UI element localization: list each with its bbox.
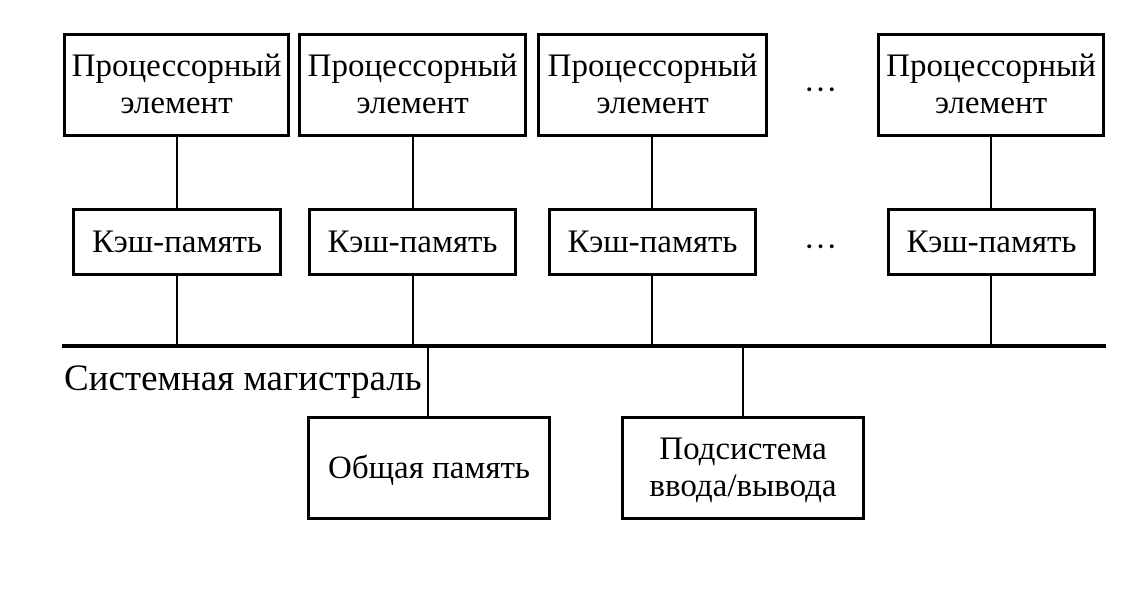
cache-memory-box-1: Кэш-память — [72, 208, 282, 276]
cache-memory-box-4: Кэш-память — [887, 208, 1096, 276]
processor-element-box-2: Процессорный элемент — [298, 33, 527, 137]
processor-element-box-4: Процессорный элемент — [877, 33, 1105, 137]
connector-processor4-cache4 — [990, 137, 992, 208]
ellipsis-processor-row: ... — [805, 63, 839, 99]
connector-bus-io-subsystem — [742, 348, 744, 416]
shared-memory-box: Общая память — [307, 416, 551, 520]
processor-element-box-3: Процессорный элемент — [537, 33, 768, 137]
connector-cache3-bus — [651, 276, 653, 344]
connector-cache1-bus — [176, 276, 178, 344]
connector-bus-shared-memory — [427, 348, 429, 416]
connector-processor2-cache2 — [412, 137, 414, 208]
processor-element-box-1: Процессорный элемент — [63, 33, 290, 137]
system-bus-label: Системная магистраль — [64, 358, 422, 399]
io-subsystem-box: Подсистема ввода/вывода — [621, 416, 865, 520]
connector-processor1-cache1 — [176, 137, 178, 208]
connector-processor3-cache3 — [651, 137, 653, 208]
cache-memory-box-2: Кэш-память — [308, 208, 517, 276]
system-bus-line — [62, 344, 1106, 348]
connector-cache2-bus — [412, 276, 414, 344]
connector-cache4-bus — [990, 276, 992, 344]
cache-memory-box-3: Кэш-память — [548, 208, 757, 276]
ellipsis-cache-row: ... — [805, 220, 839, 256]
